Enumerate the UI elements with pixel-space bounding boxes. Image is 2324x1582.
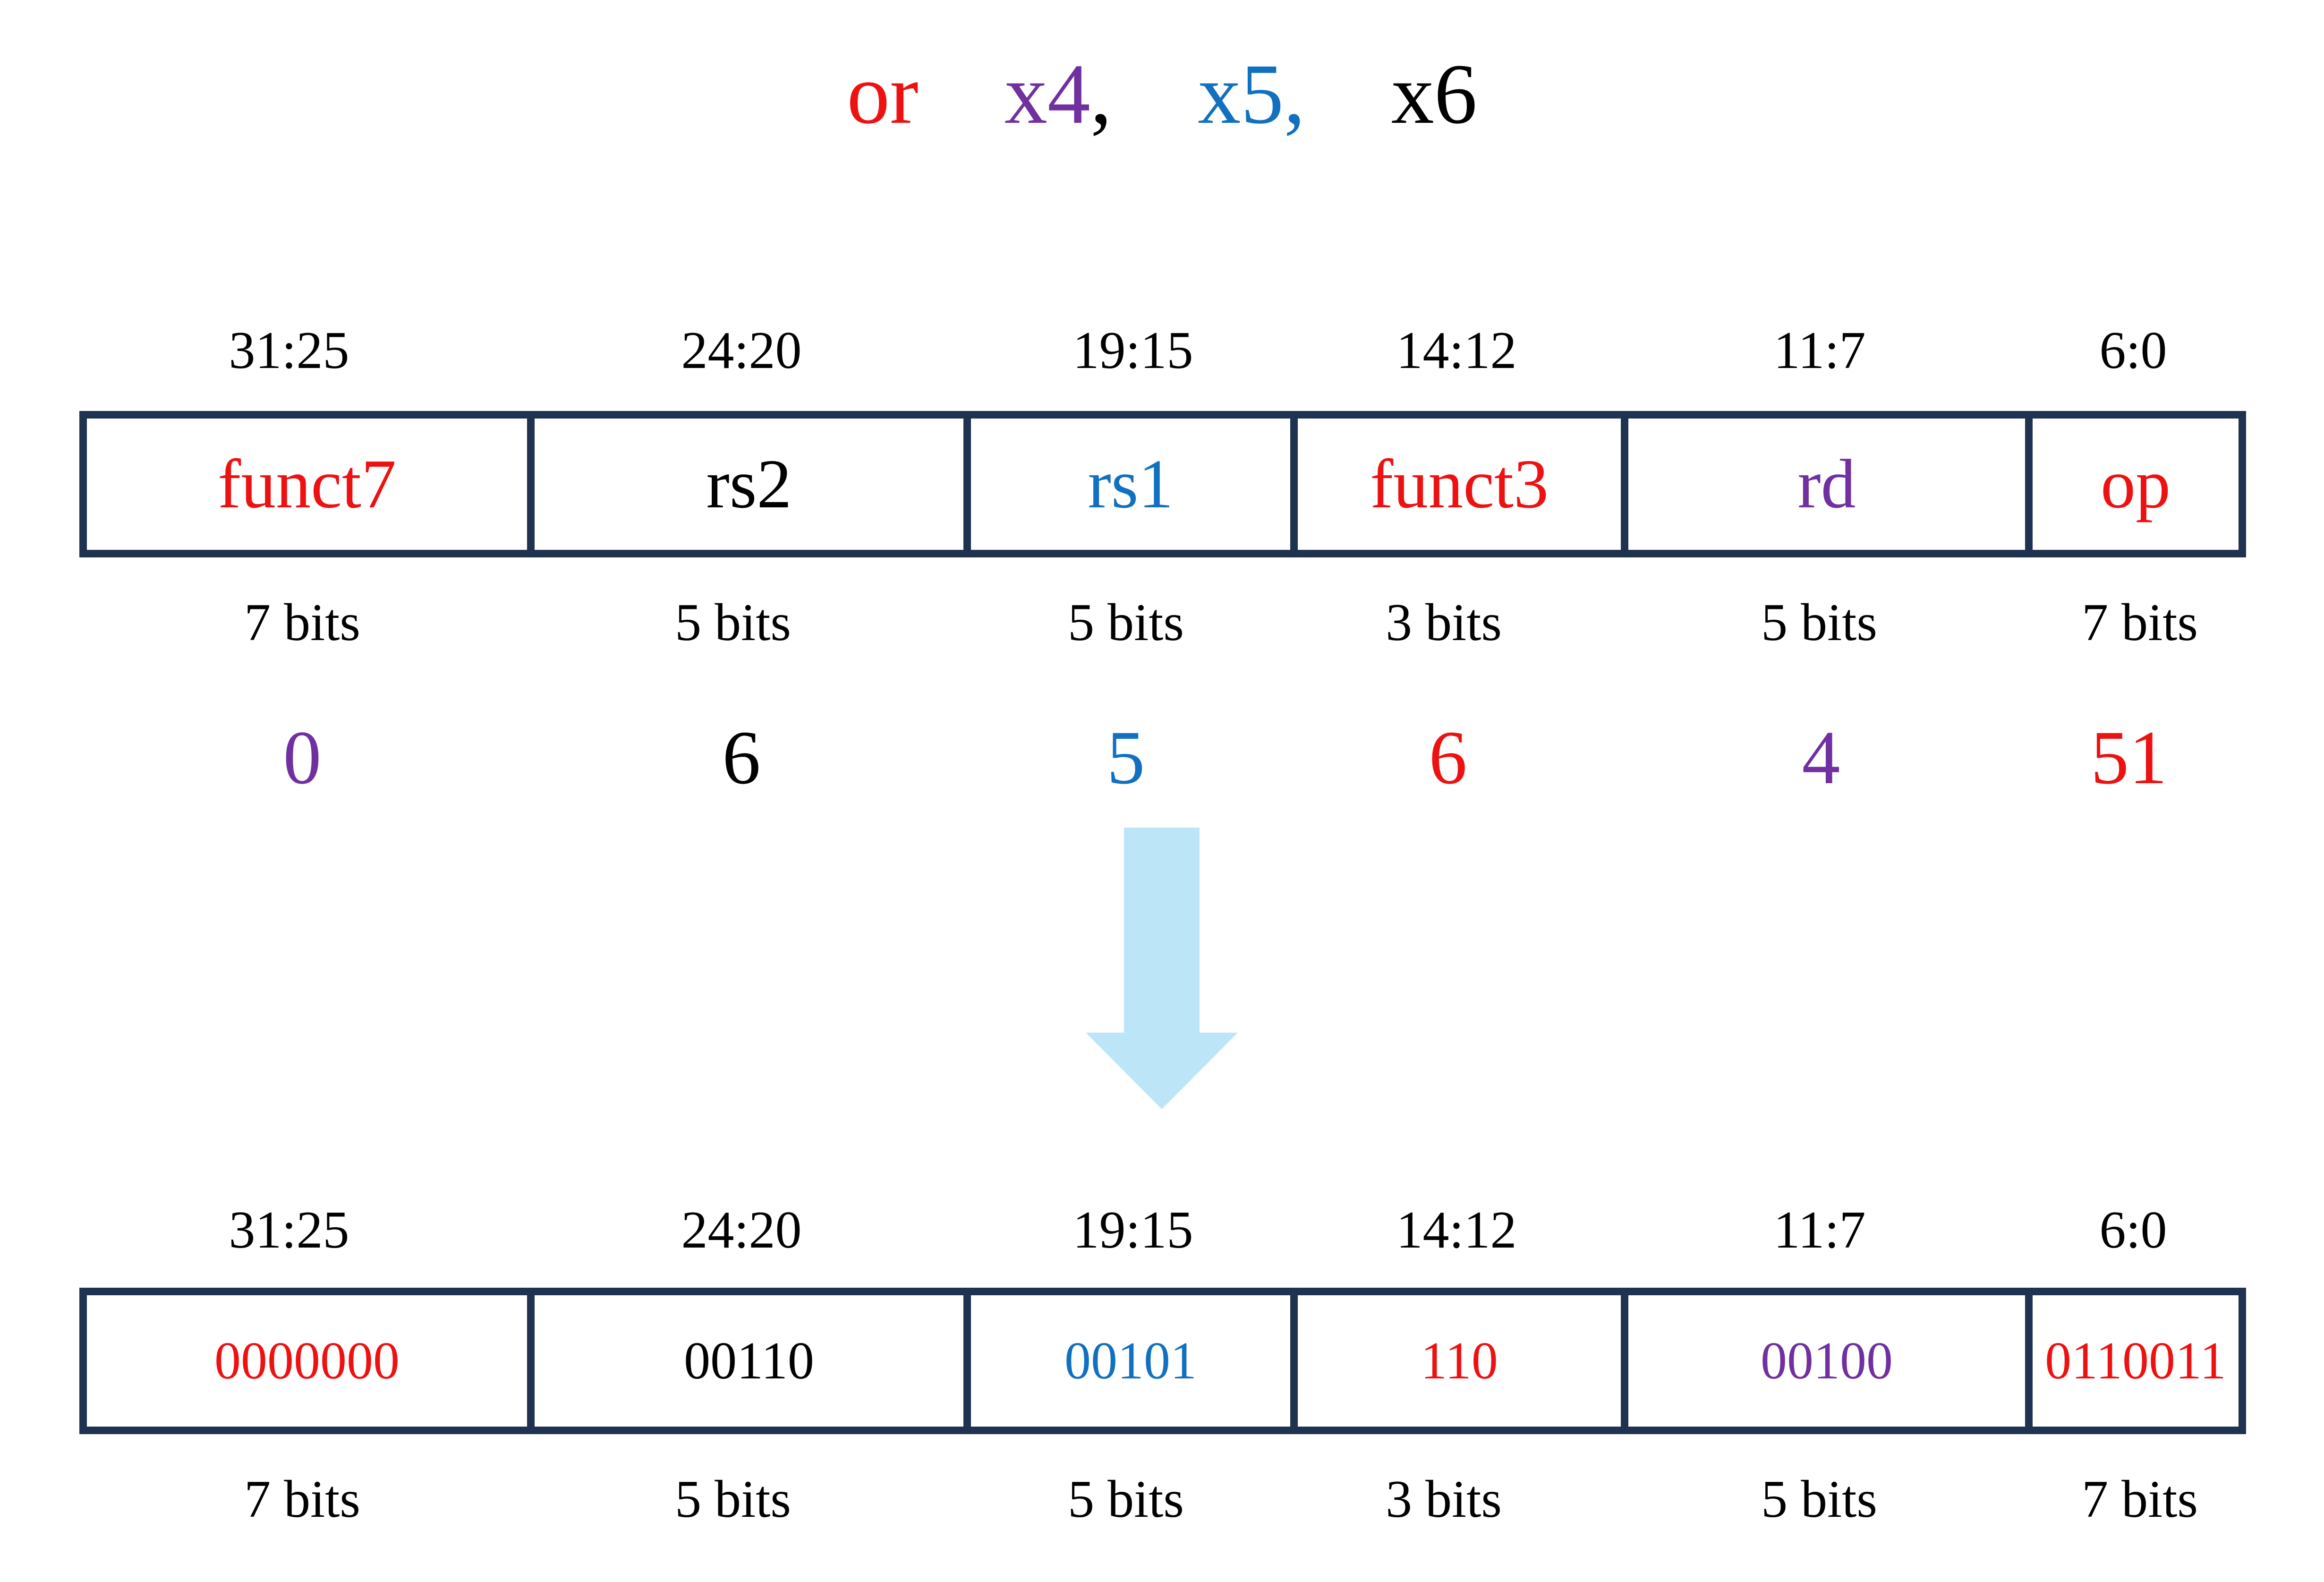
binary-funct7: 0000000: [214, 1332, 400, 1390]
instruction-title: or x4, x5, x6: [0, 38, 2324, 151]
binary-cell-funct7: 0000000: [87, 1295, 527, 1427]
field-cell-funct7: funct7: [87, 419, 527, 550]
bit-width-funct7: 7 bits: [244, 593, 360, 652]
binary-row: 0000000 00110 00101 110 00100 0110011: [79, 1288, 2246, 1434]
field-cell-rd: rd: [1621, 419, 2025, 550]
instr-rd: x4,: [1004, 47, 1112, 142]
bit-range-rs1: 19:15: [1073, 321, 1193, 380]
bit-width-rd: 5 bits: [1761, 593, 1877, 652]
bit-range-rs1-bottom: 19:15: [1073, 1201, 1193, 1259]
instr-mnemonic: or: [847, 47, 919, 142]
bit-width-rd-bottom: 5 bits: [1761, 1470, 1877, 1529]
field-cell-rs2: rs2: [527, 419, 963, 550]
bit-width-funct7-bottom: 7 bits: [244, 1470, 360, 1529]
instr-gap-2: [1112, 51, 1198, 137]
bit-width-rs2: 5 bits: [675, 593, 791, 652]
field-name-rd: rd: [1797, 445, 1856, 523]
instr-gap-3: [1305, 51, 1391, 137]
field-name-rs2: rs2: [706, 445, 792, 523]
binary-rd: 00100: [1761, 1332, 1893, 1390]
value-rs1: 5: [1107, 716, 1145, 800]
bit-range-op: 6:0: [2099, 321, 2167, 380]
bit-range-rs2-bottom: 24:20: [681, 1201, 802, 1259]
field-name-op: op: [2101, 445, 2171, 523]
field-name-funct3: funct3: [1370, 445, 1549, 523]
binary-rs2: 00110: [684, 1332, 814, 1390]
value-op: 51: [2091, 716, 2167, 800]
instr-rs2: x6: [1391, 47, 1477, 142]
value-rd: 4: [1802, 716, 1840, 800]
binary-funct3: 110: [1421, 1332, 1498, 1390]
bit-width-rs1-bottom: 5 bits: [1068, 1470, 1184, 1529]
binary-rs1: 00101: [1064, 1332, 1197, 1390]
bit-width-rs1: 5 bits: [1068, 593, 1184, 652]
down-arrow-icon: [1086, 828, 1238, 1109]
binary-cell-funct3: 110: [1290, 1295, 1621, 1427]
bit-width-funct3: 3 bits: [1386, 593, 1502, 652]
bit-range-funct7: 31:25: [229, 321, 349, 380]
field-name-rs1: rs1: [1088, 445, 1174, 523]
binary-cell-rs2: 00110: [527, 1295, 963, 1427]
bit-width-funct3-bottom: 3 bits: [1386, 1470, 1502, 1529]
value-rs2: 6: [722, 716, 761, 800]
bit-range-funct3-bottom: 14:12: [1396, 1201, 1517, 1259]
bit-range-funct3: 14:12: [1396, 321, 1517, 380]
instr-rs1: x5,: [1198, 47, 1305, 142]
bit-range-op-bottom: 6:0: [2099, 1201, 2167, 1259]
instr-gap-1: [919, 51, 1005, 137]
bit-range-rd-bottom: 11:7: [1773, 1201, 1866, 1259]
value-funct3: 6: [1429, 716, 1467, 800]
field-name-funct7: funct7: [217, 445, 397, 523]
field-name-row: funct7 rs2 rs1 funct3 rd op: [79, 411, 2246, 557]
field-cell-rs1: rs1: [963, 419, 1290, 550]
binary-op: 0110011: [2045, 1332, 2226, 1390]
bit-width-rs2-bottom: 5 bits: [675, 1470, 791, 1529]
bit-range-rs2: 24:20: [681, 321, 802, 380]
bit-range-rd: 11:7: [1773, 321, 1866, 380]
value-funct7: 0: [283, 716, 322, 800]
bit-range-funct7-bottom: 31:25: [229, 1201, 349, 1259]
binary-cell-rs1: 00101: [963, 1295, 1290, 1427]
binary-cell-rd: 00100: [1621, 1295, 2025, 1427]
field-cell-op: op: [2025, 419, 2239, 550]
binary-cell-op: 0110011: [2025, 1295, 2239, 1427]
bit-width-op: 7 bits: [2082, 593, 2198, 652]
bit-width-op-bottom: 7 bits: [2082, 1470, 2198, 1529]
field-cell-funct3: funct3: [1290, 419, 1621, 550]
